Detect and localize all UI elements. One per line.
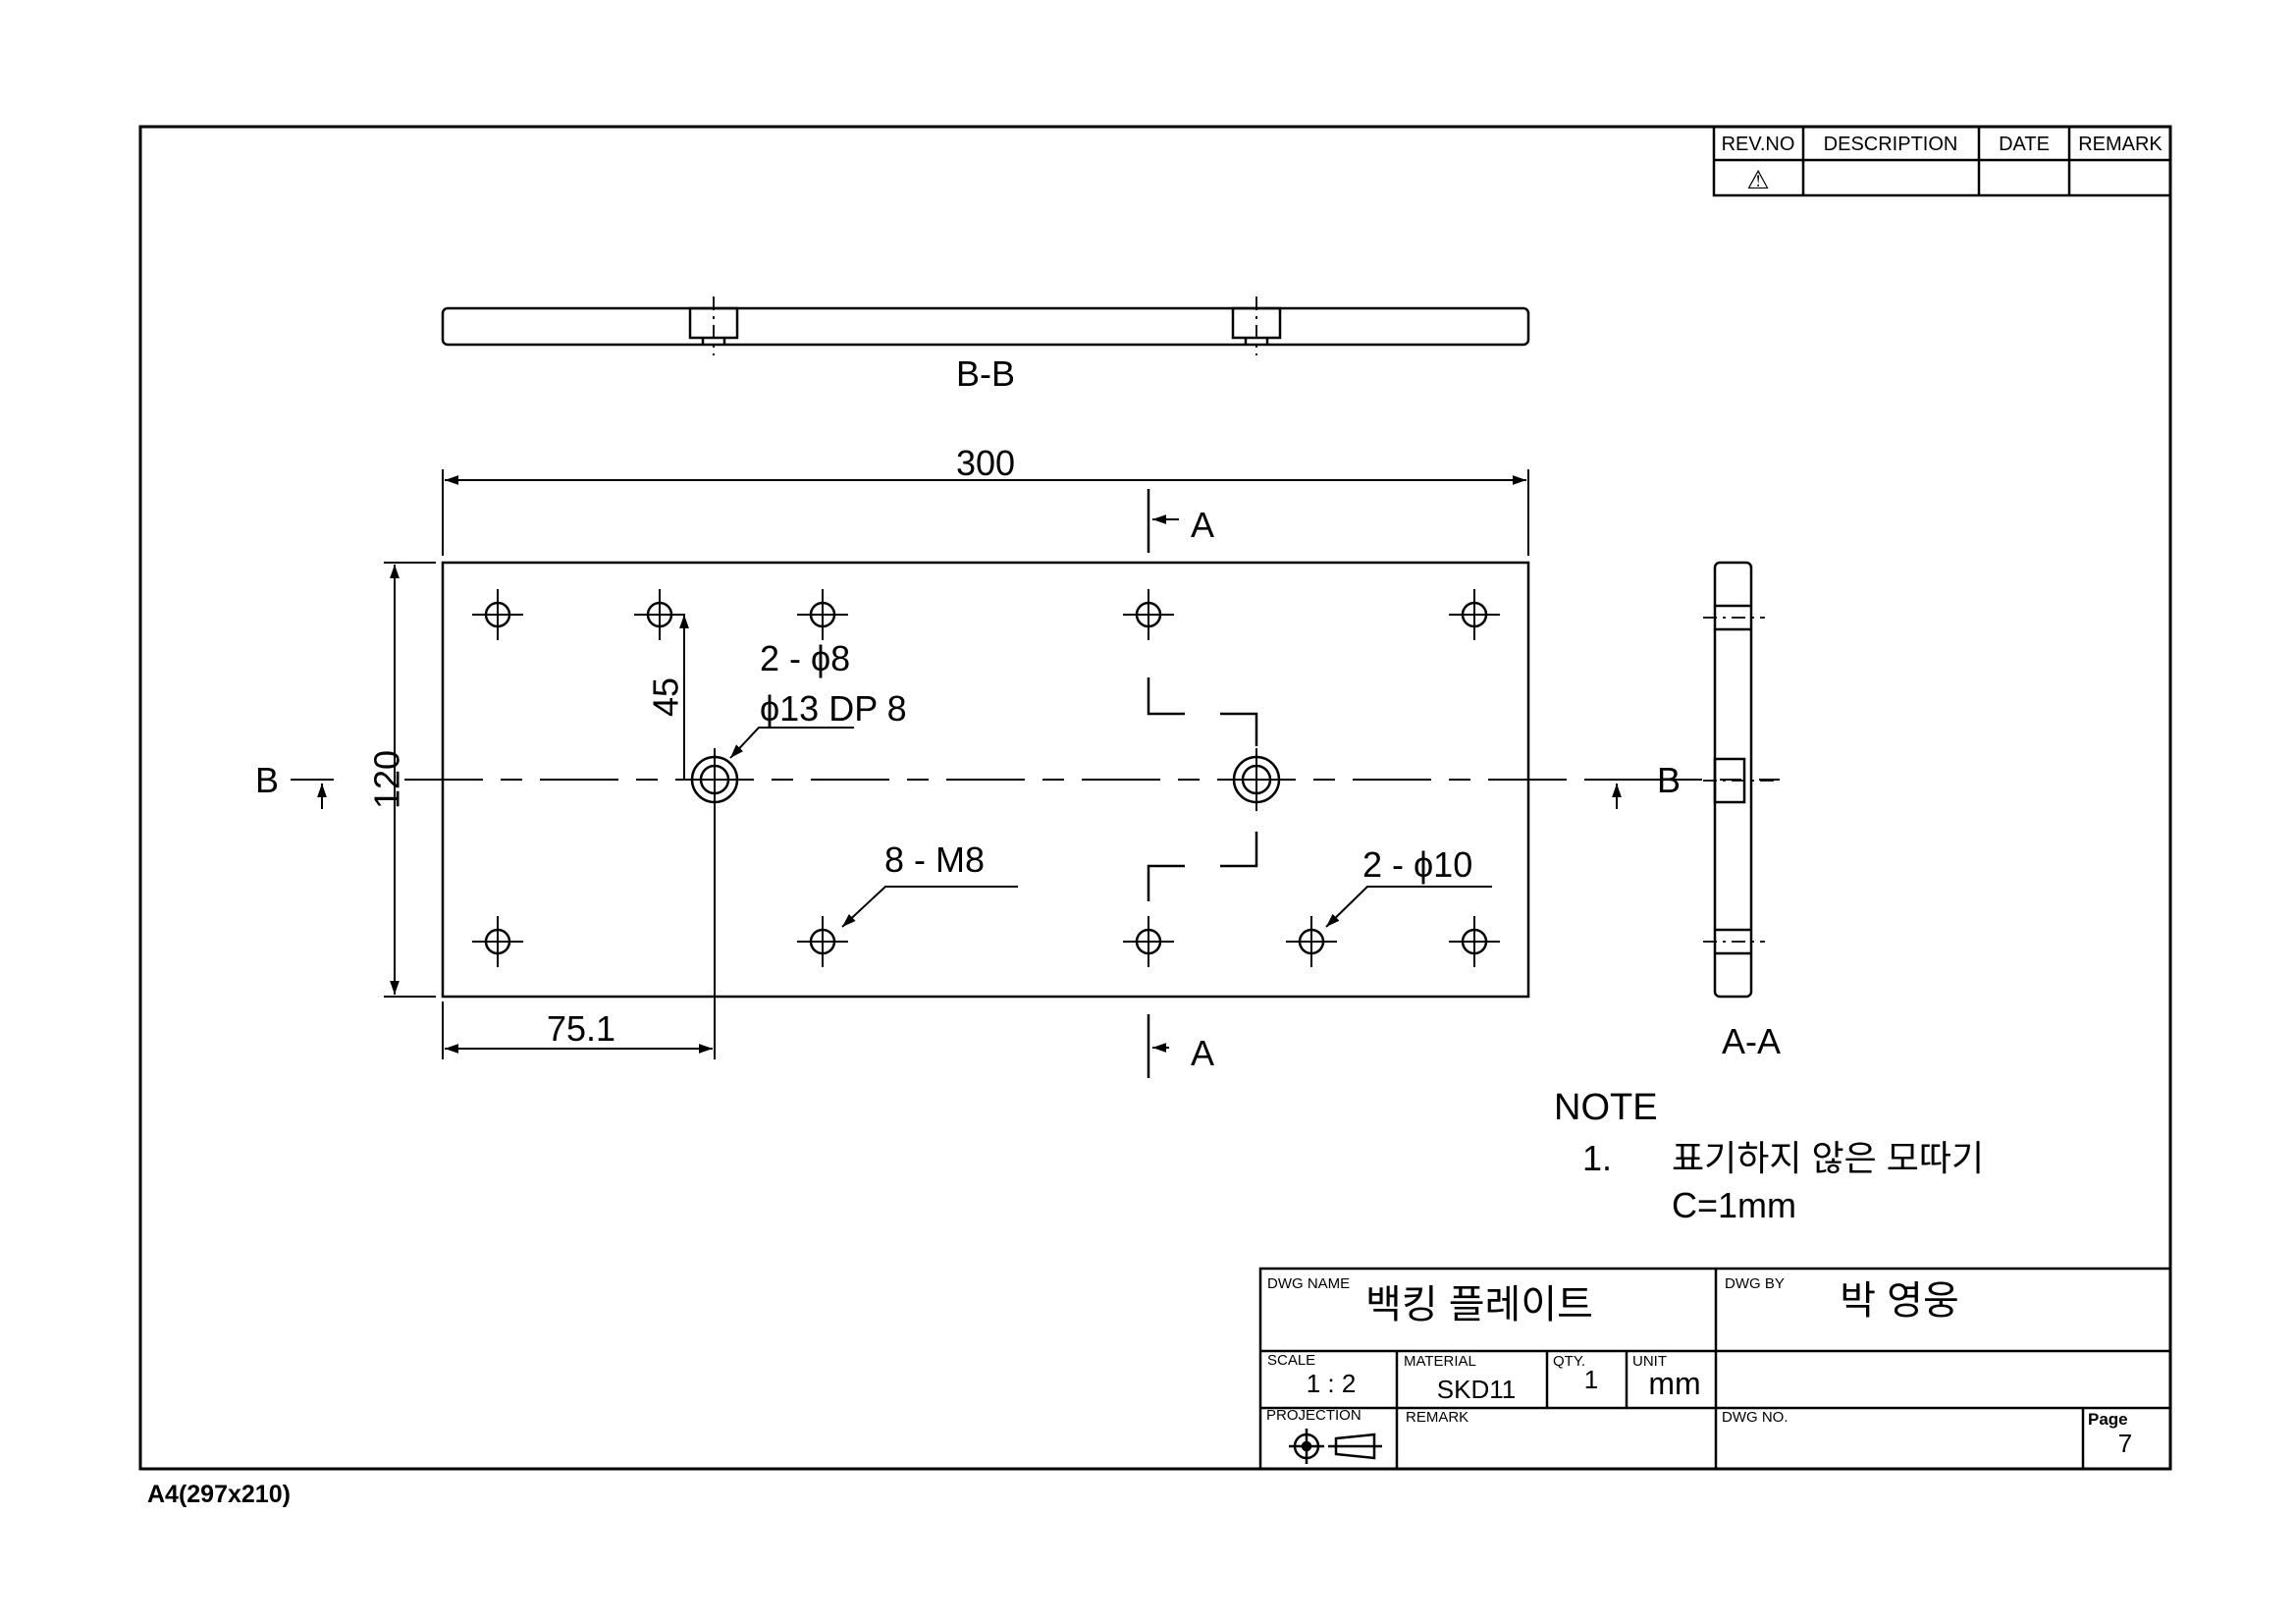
note-title: NOTE bbox=[1554, 1087, 1658, 1128]
unit-label: UNIT bbox=[1632, 1353, 1667, 1370]
note-item-line2: C=1mm bbox=[1672, 1185, 1796, 1225]
remark-header: REMARK bbox=[2078, 134, 2163, 155]
counterbore-callout-line1: 2 - ϕ8 bbox=[760, 638, 850, 678]
section-bb-view bbox=[441, 306, 1530, 347]
callout-leaders bbox=[729, 727, 1492, 928]
section-aa-centerlines bbox=[1703, 617, 1775, 943]
section-bb-label: B-B bbox=[956, 353, 1015, 394]
section-aa-label: A-A bbox=[1722, 1021, 1781, 1061]
rev-no-header: REV.NO bbox=[1722, 134, 1795, 155]
section-b-left-label: B bbox=[255, 760, 279, 800]
material-label: MATERIAL bbox=[1404, 1353, 1476, 1370]
dwg-by-label: DWG BY bbox=[1725, 1275, 1785, 1292]
unit-value: mm bbox=[1648, 1366, 1700, 1401]
scale-label: SCALE bbox=[1267, 1352, 1315, 1369]
description-header: DESCRIPTION bbox=[1824, 134, 1958, 155]
scale-value: 1 : 2 bbox=[1307, 1369, 1357, 1398]
date-header: DATE bbox=[1999, 134, 2050, 155]
tapped-hole bbox=[797, 916, 848, 967]
revision-triangle-icon: ⚠ bbox=[1746, 165, 1769, 194]
section-a-cutting-line bbox=[1147, 489, 1258, 1078]
section-a-top-label: A bbox=[1191, 505, 1214, 545]
qty-value: 1 bbox=[1584, 1365, 1598, 1394]
dowel-holes-callout: 2 - ϕ10 bbox=[1362, 844, 1472, 885]
dimension-120 bbox=[384, 562, 436, 998]
tapped-hole bbox=[1449, 589, 1500, 640]
note-item-line1: 표기하지 않은 모따기 bbox=[1672, 1138, 1984, 1178]
qty-label: QTY. bbox=[1553, 1353, 1585, 1370]
dimension-300-value: 300 bbox=[956, 443, 1015, 483]
dwg-by-value: 박 영웅 bbox=[1840, 1279, 1959, 1323]
section-bb-centerlines bbox=[713, 297, 1257, 355]
section-a-bottom-label: A bbox=[1191, 1033, 1214, 1073]
revision-table bbox=[1712, 125, 2172, 197]
counterbore-callout-line2: ϕ13 DP 8 bbox=[760, 688, 907, 729]
section-a-arrows bbox=[1152, 514, 1179, 1053]
tapped-hole bbox=[472, 916, 523, 967]
counterbore-hole bbox=[1232, 748, 1281, 811]
tapped-hole bbox=[1123, 916, 1174, 967]
tapped-hole bbox=[472, 589, 523, 640]
dwg-name-label: DWG NAME bbox=[1267, 1275, 1350, 1292]
tapped-holes-callout: 8 - M8 bbox=[884, 839, 985, 880]
dwg-no-label: DWG NO. bbox=[1722, 1409, 1789, 1426]
dimension-75-1 bbox=[442, 803, 716, 1059]
paper-size-label: A4(297x210) bbox=[147, 1481, 291, 1508]
counterbore-hole bbox=[690, 748, 739, 811]
dimension-120-value: 120 bbox=[367, 750, 407, 809]
material-value: SKD11 bbox=[1437, 1375, 1516, 1404]
tapped-hole bbox=[634, 589, 685, 640]
projection-label: PROJECTION bbox=[1266, 1407, 1362, 1424]
dwg-name-value: 백킹 플레이트 bbox=[1365, 1283, 1593, 1326]
dimension-300 bbox=[442, 469, 1529, 556]
page-label: Page bbox=[2088, 1410, 2128, 1429]
page-value: 7 bbox=[2118, 1429, 2132, 1458]
title-block-grid bbox=[1258, 1267, 2172, 1471]
tapped-hole bbox=[797, 589, 848, 640]
drawing-border bbox=[138, 125, 2172, 1471]
note-item-number: 1. bbox=[1582, 1138, 1612, 1178]
tapped-hole bbox=[1123, 589, 1174, 640]
tapped-hole bbox=[1449, 916, 1500, 967]
section-b-right-label: B bbox=[1657, 760, 1681, 800]
dowel-hole bbox=[1286, 916, 1337, 967]
section-b-cutting-line bbox=[291, 779, 1780, 809]
remark-label: REMARK bbox=[1406, 1409, 1468, 1426]
hole-pattern bbox=[472, 589, 1500, 967]
dimension-75-1-value: 75.1 bbox=[547, 1008, 615, 1049]
dimension-45-value: 45 bbox=[646, 677, 686, 717]
projection-symbol-icon bbox=[1289, 1429, 1382, 1464]
